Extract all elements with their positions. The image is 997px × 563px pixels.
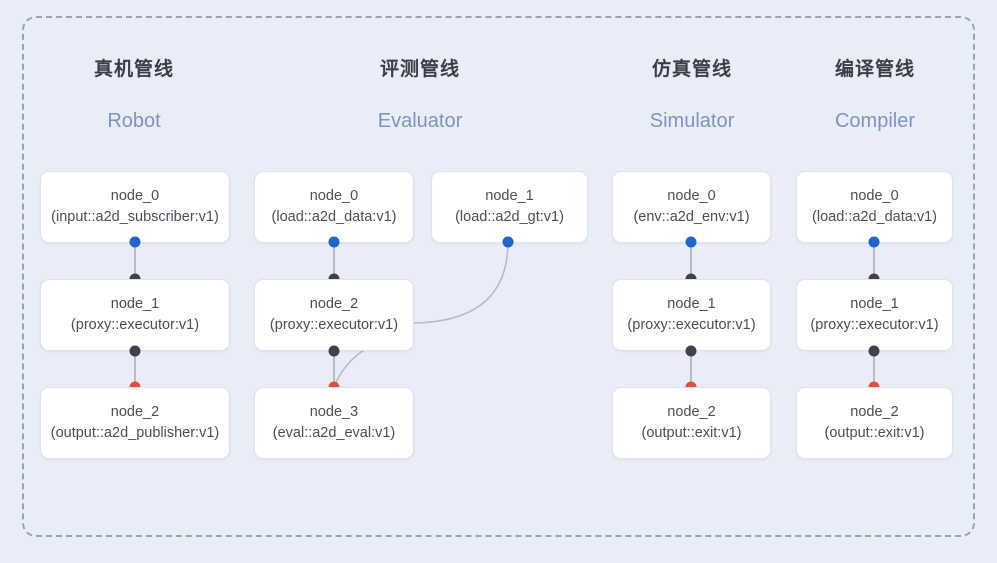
node-name: node_0	[110, 188, 160, 204]
node-name: node_3	[309, 404, 359, 420]
port-output-icon-compiler-0[interactable]	[868, 236, 880, 248]
port-output-icon-evaluator-gt[interactable]	[502, 236, 514, 248]
edge-evaluator-2-3	[333, 351, 335, 387]
node-name: node_0	[667, 188, 716, 204]
port-input-icon-evaluator-2-out[interactable]	[328, 345, 340, 357]
node-spec: (output::a2d_publisher:v1)	[50, 425, 220, 441]
node-spec: (env::a2d_env:v1)	[633, 209, 750, 225]
node-spec: (proxy::executor:v1)	[627, 317, 756, 333]
node-spec: (output::exit:v1)	[824, 425, 925, 441]
node-spec: (output::exit:v1)	[641, 425, 742, 441]
node-compiler-1[interactable]: node_1 (proxy::executor:v1)	[796, 279, 953, 351]
node-simulator-0[interactable]: node_0 (env::a2d_env:v1)	[612, 171, 771, 243]
edge-evaluator-0-2	[333, 242, 335, 279]
node-spec: (proxy::executor:v1)	[810, 317, 939, 333]
node-name: node_1	[667, 296, 716, 312]
node-spec: (load::a2d_data:v1)	[271, 209, 397, 225]
node-name: node_2	[850, 404, 899, 420]
node-name: node_0	[309, 188, 359, 204]
pipeline-group-frame	[22, 16, 975, 537]
node-name: node_2	[667, 404, 716, 420]
node-spec: (load::a2d_data:v1)	[812, 209, 937, 225]
node-spec: (load::a2d_gt:v1)	[455, 209, 564, 225]
edge-simulator-1-2	[690, 351, 692, 387]
node-evaluator-0[interactable]: node_0 (load::a2d_data:v1)	[254, 171, 414, 243]
port-output-icon-simulator-0[interactable]	[685, 236, 697, 248]
node-simulator-1[interactable]: node_1 (proxy::executor:v1)	[612, 279, 771, 351]
edge-robot-1-2	[134, 351, 136, 387]
node-spec: (proxy::executor:v1)	[70, 317, 200, 333]
node-spec: (input::a2d_subscriber:v1)	[51, 209, 219, 225]
node-name: node_1	[485, 188, 534, 204]
node-spec: (proxy::executor:v1)	[269, 317, 399, 333]
node-evaluator-3[interactable]: node_3 (eval::a2d_eval:v1)	[254, 387, 414, 459]
node-robot-0[interactable]: node_0 (input::a2d_subscriber:v1)	[40, 171, 230, 243]
node-name: node_1	[110, 296, 160, 312]
node-evaluator-2[interactable]: node_2 (proxy::executor:v1)	[254, 279, 414, 351]
node-spec: (eval::a2d_eval:v1)	[272, 425, 396, 441]
edge-compiler-0-1	[873, 242, 875, 279]
edge-compiler-1-2	[873, 351, 875, 387]
node-name: node_1	[850, 296, 899, 312]
port-input-icon-simulator-1-out[interactable]	[685, 345, 697, 357]
edge-simulator-0-1	[690, 242, 692, 279]
node-simulator-2[interactable]: node_2 (output::exit:v1)	[612, 387, 771, 459]
node-compiler-2[interactable]: node_2 (output::exit:v1)	[796, 387, 953, 459]
node-name: node_2	[309, 296, 359, 312]
port-input-icon-robot-1-out[interactable]	[129, 345, 141, 357]
node-name: node_2	[110, 404, 160, 420]
node-compiler-0[interactable]: node_0 (load::a2d_data:v1)	[796, 171, 953, 243]
port-output-icon-robot-0[interactable]	[129, 236, 141, 248]
node-evaluator-1-gt[interactable]: node_1 (load::a2d_gt:v1)	[431, 171, 588, 243]
port-output-icon-evaluator-0[interactable]	[328, 236, 340, 248]
node-robot-2[interactable]: node_2 (output::a2d_publisher:v1)	[40, 387, 230, 459]
port-input-icon-compiler-1-out[interactable]	[868, 345, 880, 357]
edge-robot-0-1	[134, 242, 136, 279]
node-name: node_0	[850, 188, 899, 204]
node-robot-1[interactable]: node_1 (proxy::executor:v1)	[40, 279, 230, 351]
